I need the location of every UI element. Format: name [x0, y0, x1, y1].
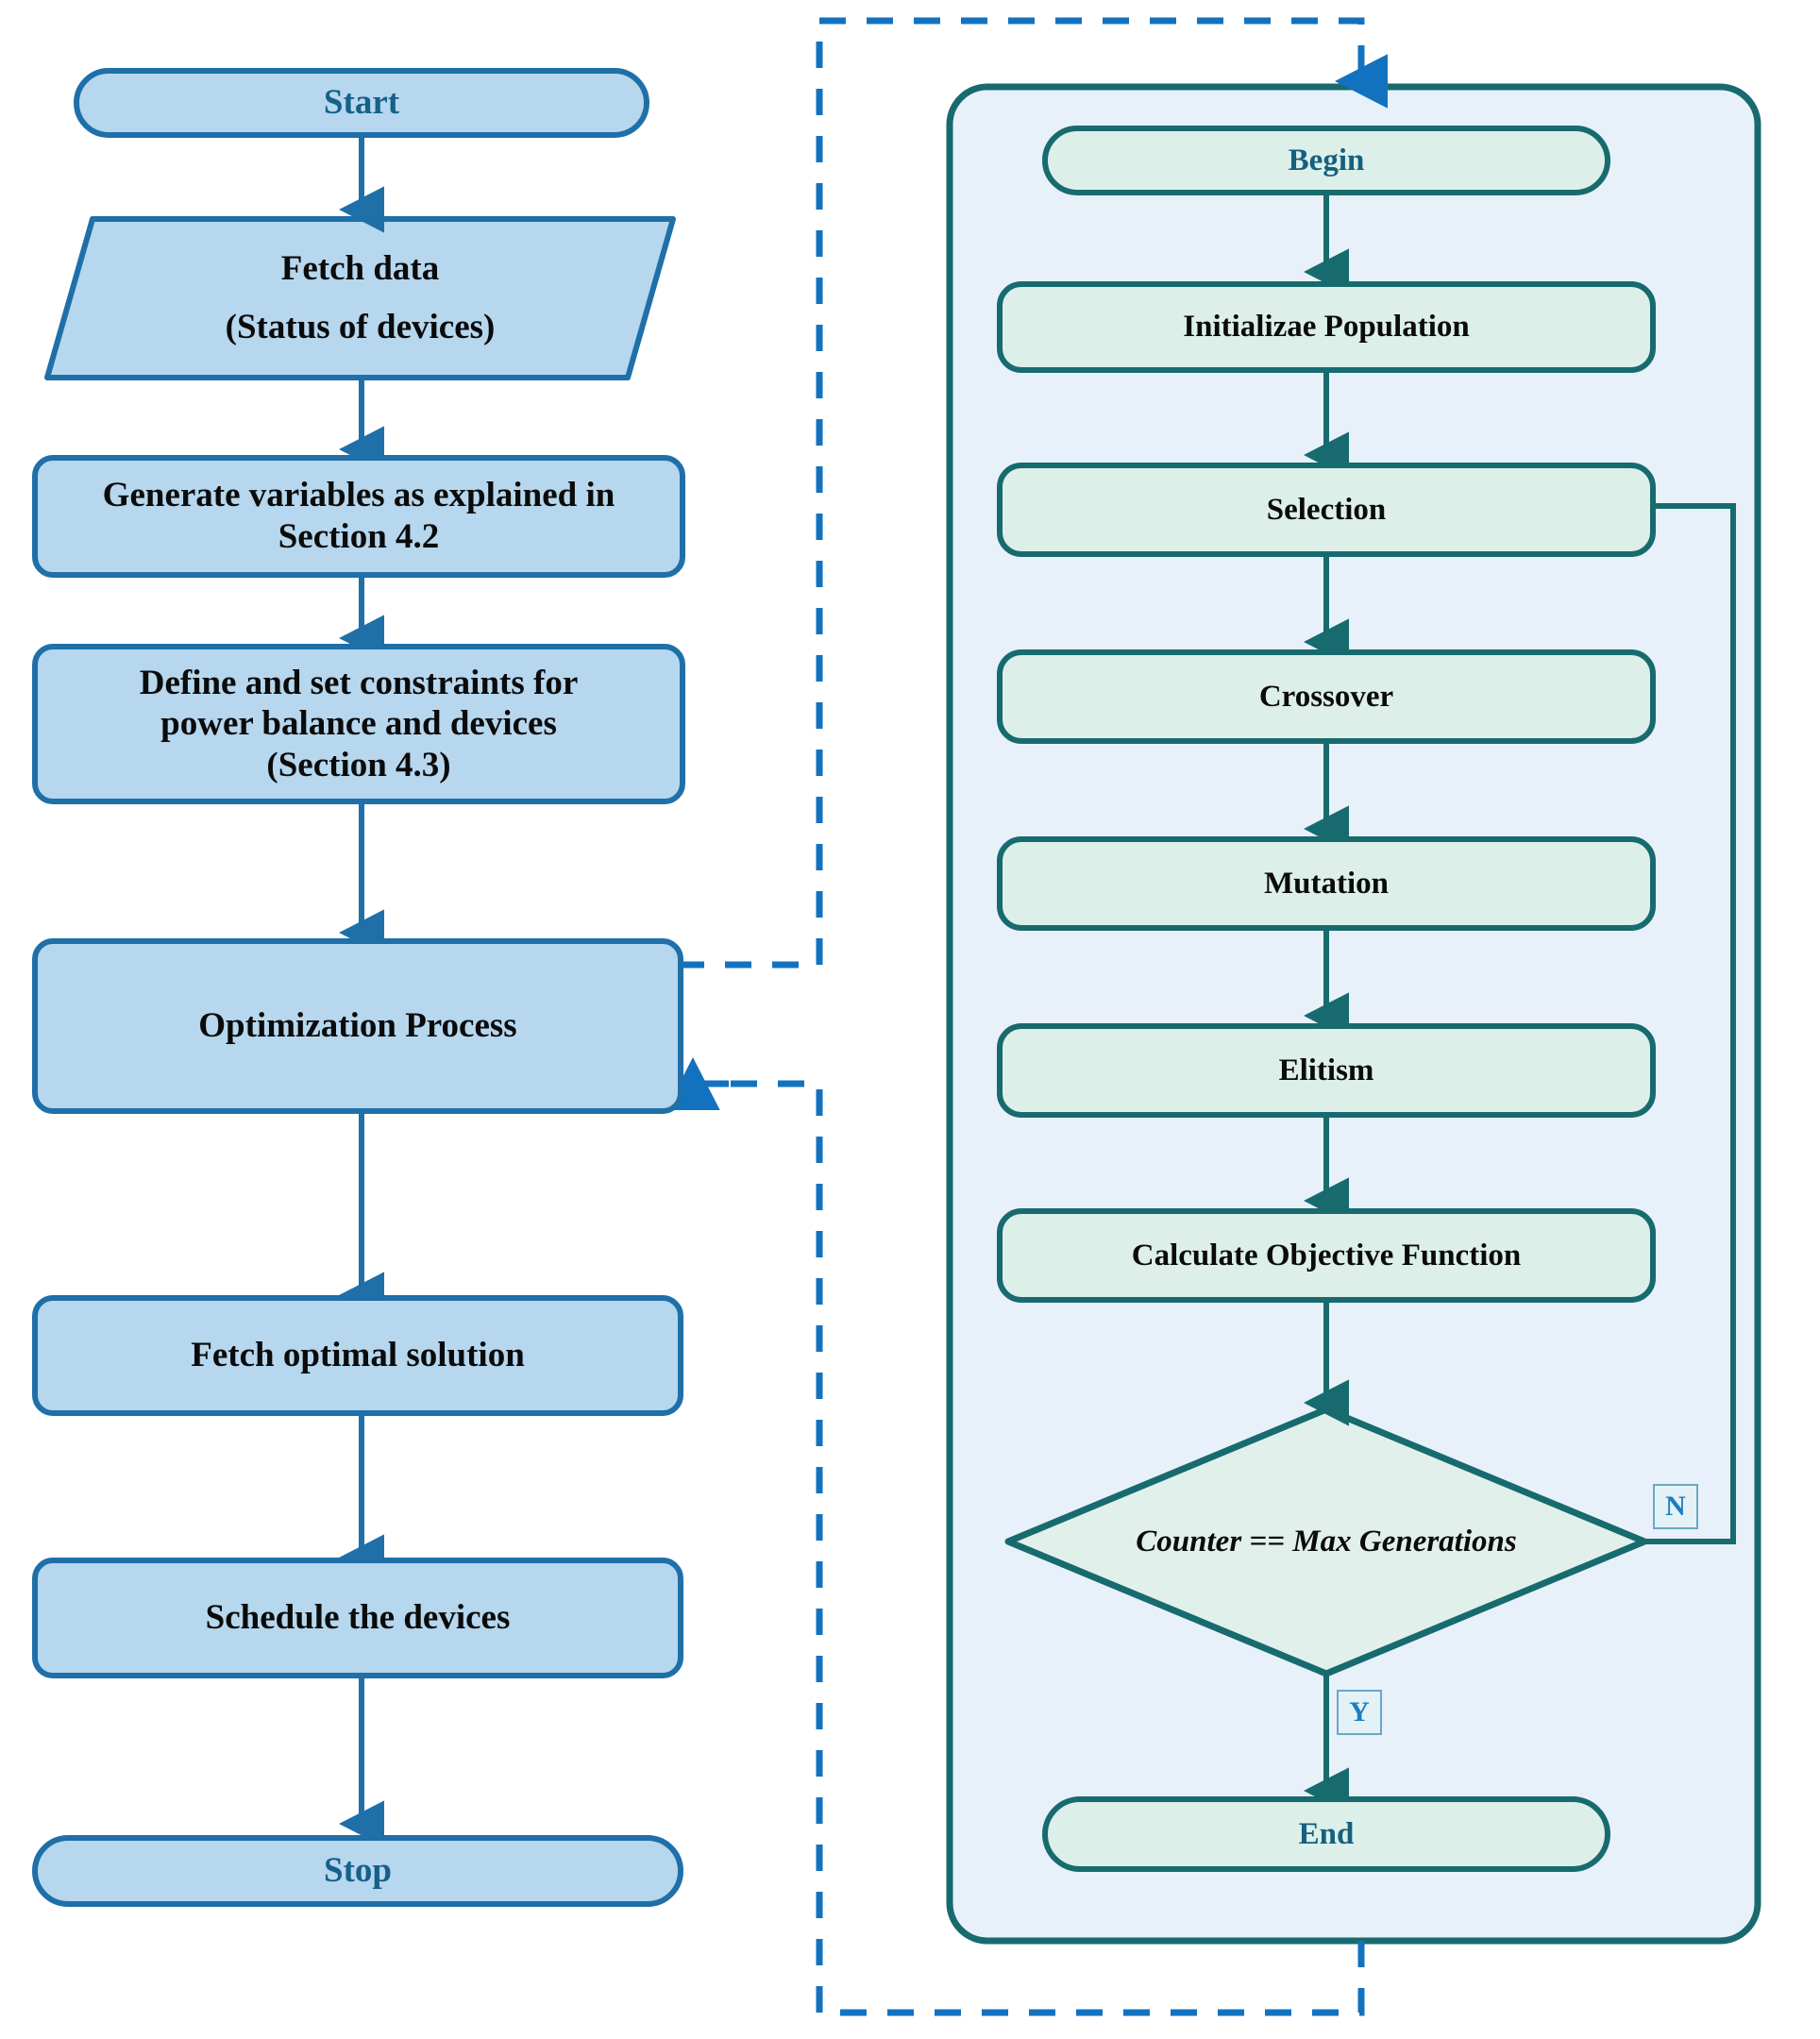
- loop-decision-no-to-selection: [1603, 503, 1736, 1544]
- dashed-link-from-subprocess: [702, 1080, 1365, 2016]
- node-define-constraints[interactable]: Define and set constraints for power bal…: [32, 644, 685, 804]
- node-mutation-label: Mutation: [1264, 866, 1389, 901]
- node-begin[interactable]: Begin: [1042, 126, 1610, 195]
- node-fetch-optimal-solution[interactable]: Fetch optimal solution: [32, 1295, 683, 1416]
- node-stop[interactable]: Stop: [32, 1835, 683, 1907]
- node-end[interactable]: End: [1042, 1796, 1610, 1872]
- node-generate-variables-label-line1: Generate variables as explained in: [102, 476, 615, 515]
- node-calculate-objective-function[interactable]: Calculate Objective Function: [997, 1208, 1656, 1303]
- node-begin-label: Begin: [1288, 143, 1365, 177]
- branch-label-yes: Y: [1337, 1690, 1382, 1735]
- branch-label-yes-text: Y: [1349, 1696, 1370, 1727]
- node-fetch-data[interactable]: Fetch data (Status of devices): [47, 219, 673, 378]
- node-crossover[interactable]: Crossover: [997, 649, 1656, 744]
- node-end-label: End: [1298, 1816, 1355, 1851]
- node-crossover-label: Crossover: [1258, 679, 1394, 714]
- node-generate-variables[interactable]: Generate variables as explained in Secti…: [32, 455, 685, 578]
- node-elitism-label: Elitism: [1278, 1053, 1374, 1087]
- node-mutation[interactable]: Mutation: [997, 836, 1656, 931]
- branch-label-no: N: [1653, 1484, 1698, 1529]
- node-initialize-population-label: Initializae Population: [1183, 310, 1470, 345]
- node-generate-variables-label-line2: Section 4.2: [278, 517, 440, 556]
- node-initialize-population[interactable]: Initializae Population: [997, 281, 1656, 373]
- node-selection[interactable]: Selection: [997, 463, 1656, 557]
- node-stop-label: Stop: [324, 1851, 392, 1891]
- dashed-link-to-subprocess: [678, 17, 1365, 969]
- node-start[interactable]: Start: [74, 68, 649, 138]
- node-optimization-process-label: Optimization Process: [198, 1006, 517, 1046]
- node-define-constraints-label-line3: (Section 4.3): [266, 745, 451, 784]
- node-decision-counter[interactable]: Counter == Max Generations: [1008, 1409, 1644, 1674]
- node-schedule-devices-label: Schedule the devices: [205, 1598, 511, 1638]
- node-fetch-data-label-line2: (Status of devices): [225, 308, 496, 346]
- node-decision-counter-label: Counter == Max Generations: [1136, 1524, 1517, 1559]
- node-optimization-process[interactable]: Optimization Process: [32, 938, 683, 1114]
- node-start-label: Start: [323, 83, 400, 123]
- node-elitism[interactable]: Elitism: [997, 1023, 1656, 1118]
- node-schedule-devices[interactable]: Schedule the devices: [32, 1558, 683, 1678]
- node-fetch-data-label-line1: Fetch data: [280, 249, 440, 289]
- node-calculate-objective-function-label: Calculate Objective Function: [1131, 1238, 1522, 1272]
- node-selection-label: Selection: [1266, 492, 1387, 527]
- fetch-data-shape: [44, 216, 676, 380]
- node-fetch-optimal-solution-label: Fetch optimal solution: [191, 1336, 525, 1375]
- node-define-constraints-label-line1: Define and set constraints for: [139, 663, 579, 702]
- node-define-constraints-label-line2: power balance and devices: [160, 704, 557, 744]
- branch-label-no-text: N: [1665, 1491, 1686, 1522]
